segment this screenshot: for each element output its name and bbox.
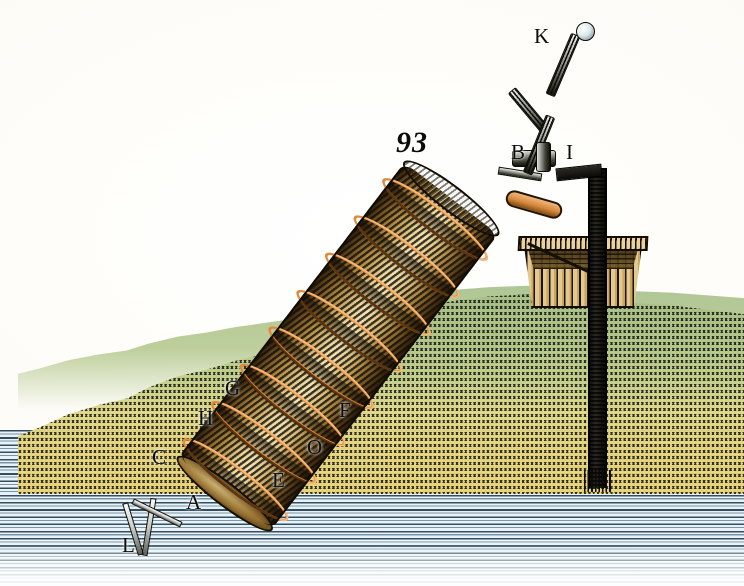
foliage-stroke	[18, 402, 744, 405]
post-foot	[584, 470, 611, 492]
foliage-stroke	[18, 420, 744, 423]
label-b: B	[511, 140, 526, 164]
crank-handle-icon	[498, 22, 610, 182]
foliage-stroke	[18, 468, 744, 471]
foliage-stroke	[18, 456, 744, 459]
foliage-stroke	[18, 462, 744, 465]
foliage-stroke	[18, 432, 744, 435]
foliage-stroke	[18, 426, 744, 429]
foliage-stroke	[18, 414, 744, 417]
crank-arm-upper	[545, 32, 581, 98]
water-bottom-fade	[0, 540, 744, 586]
foliage-stroke	[18, 486, 744, 489]
label-f: F	[339, 398, 351, 422]
label-k: K	[534, 24, 550, 48]
foliage-stroke	[18, 474, 744, 477]
label-e: E	[272, 468, 285, 492]
foliage-stroke	[18, 444, 744, 447]
trestle-rail	[131, 498, 183, 528]
archimedes-screw-icon	[152, 151, 524, 540]
label-h: H	[198, 406, 214, 430]
foliage-stroke	[18, 396, 744, 399]
foliage-stroke	[18, 408, 744, 411]
label-o: O	[307, 435, 323, 459]
label-a: A	[186, 490, 202, 514]
crank-knob	[576, 22, 595, 41]
crank-bearing-collar	[536, 142, 551, 172]
label-c: C	[152, 445, 167, 469]
label-g: G	[225, 376, 241, 400]
figure-number: 93	[396, 126, 428, 159]
post-hatch	[590, 168, 605, 488]
foliage-stroke	[18, 390, 744, 393]
label-i: I	[566, 140, 573, 164]
foliage-stroke	[18, 492, 744, 494]
foliage-stroke	[18, 450, 744, 453]
foliage-stroke	[18, 438, 744, 441]
label-l: L	[122, 533, 135, 557]
water-trough-icon	[517, 236, 649, 308]
screw-barrel-outline	[177, 162, 499, 530]
foliage-stroke	[18, 480, 744, 483]
support-post-icon	[588, 168, 607, 488]
screw-cylinder	[169, 151, 507, 540]
